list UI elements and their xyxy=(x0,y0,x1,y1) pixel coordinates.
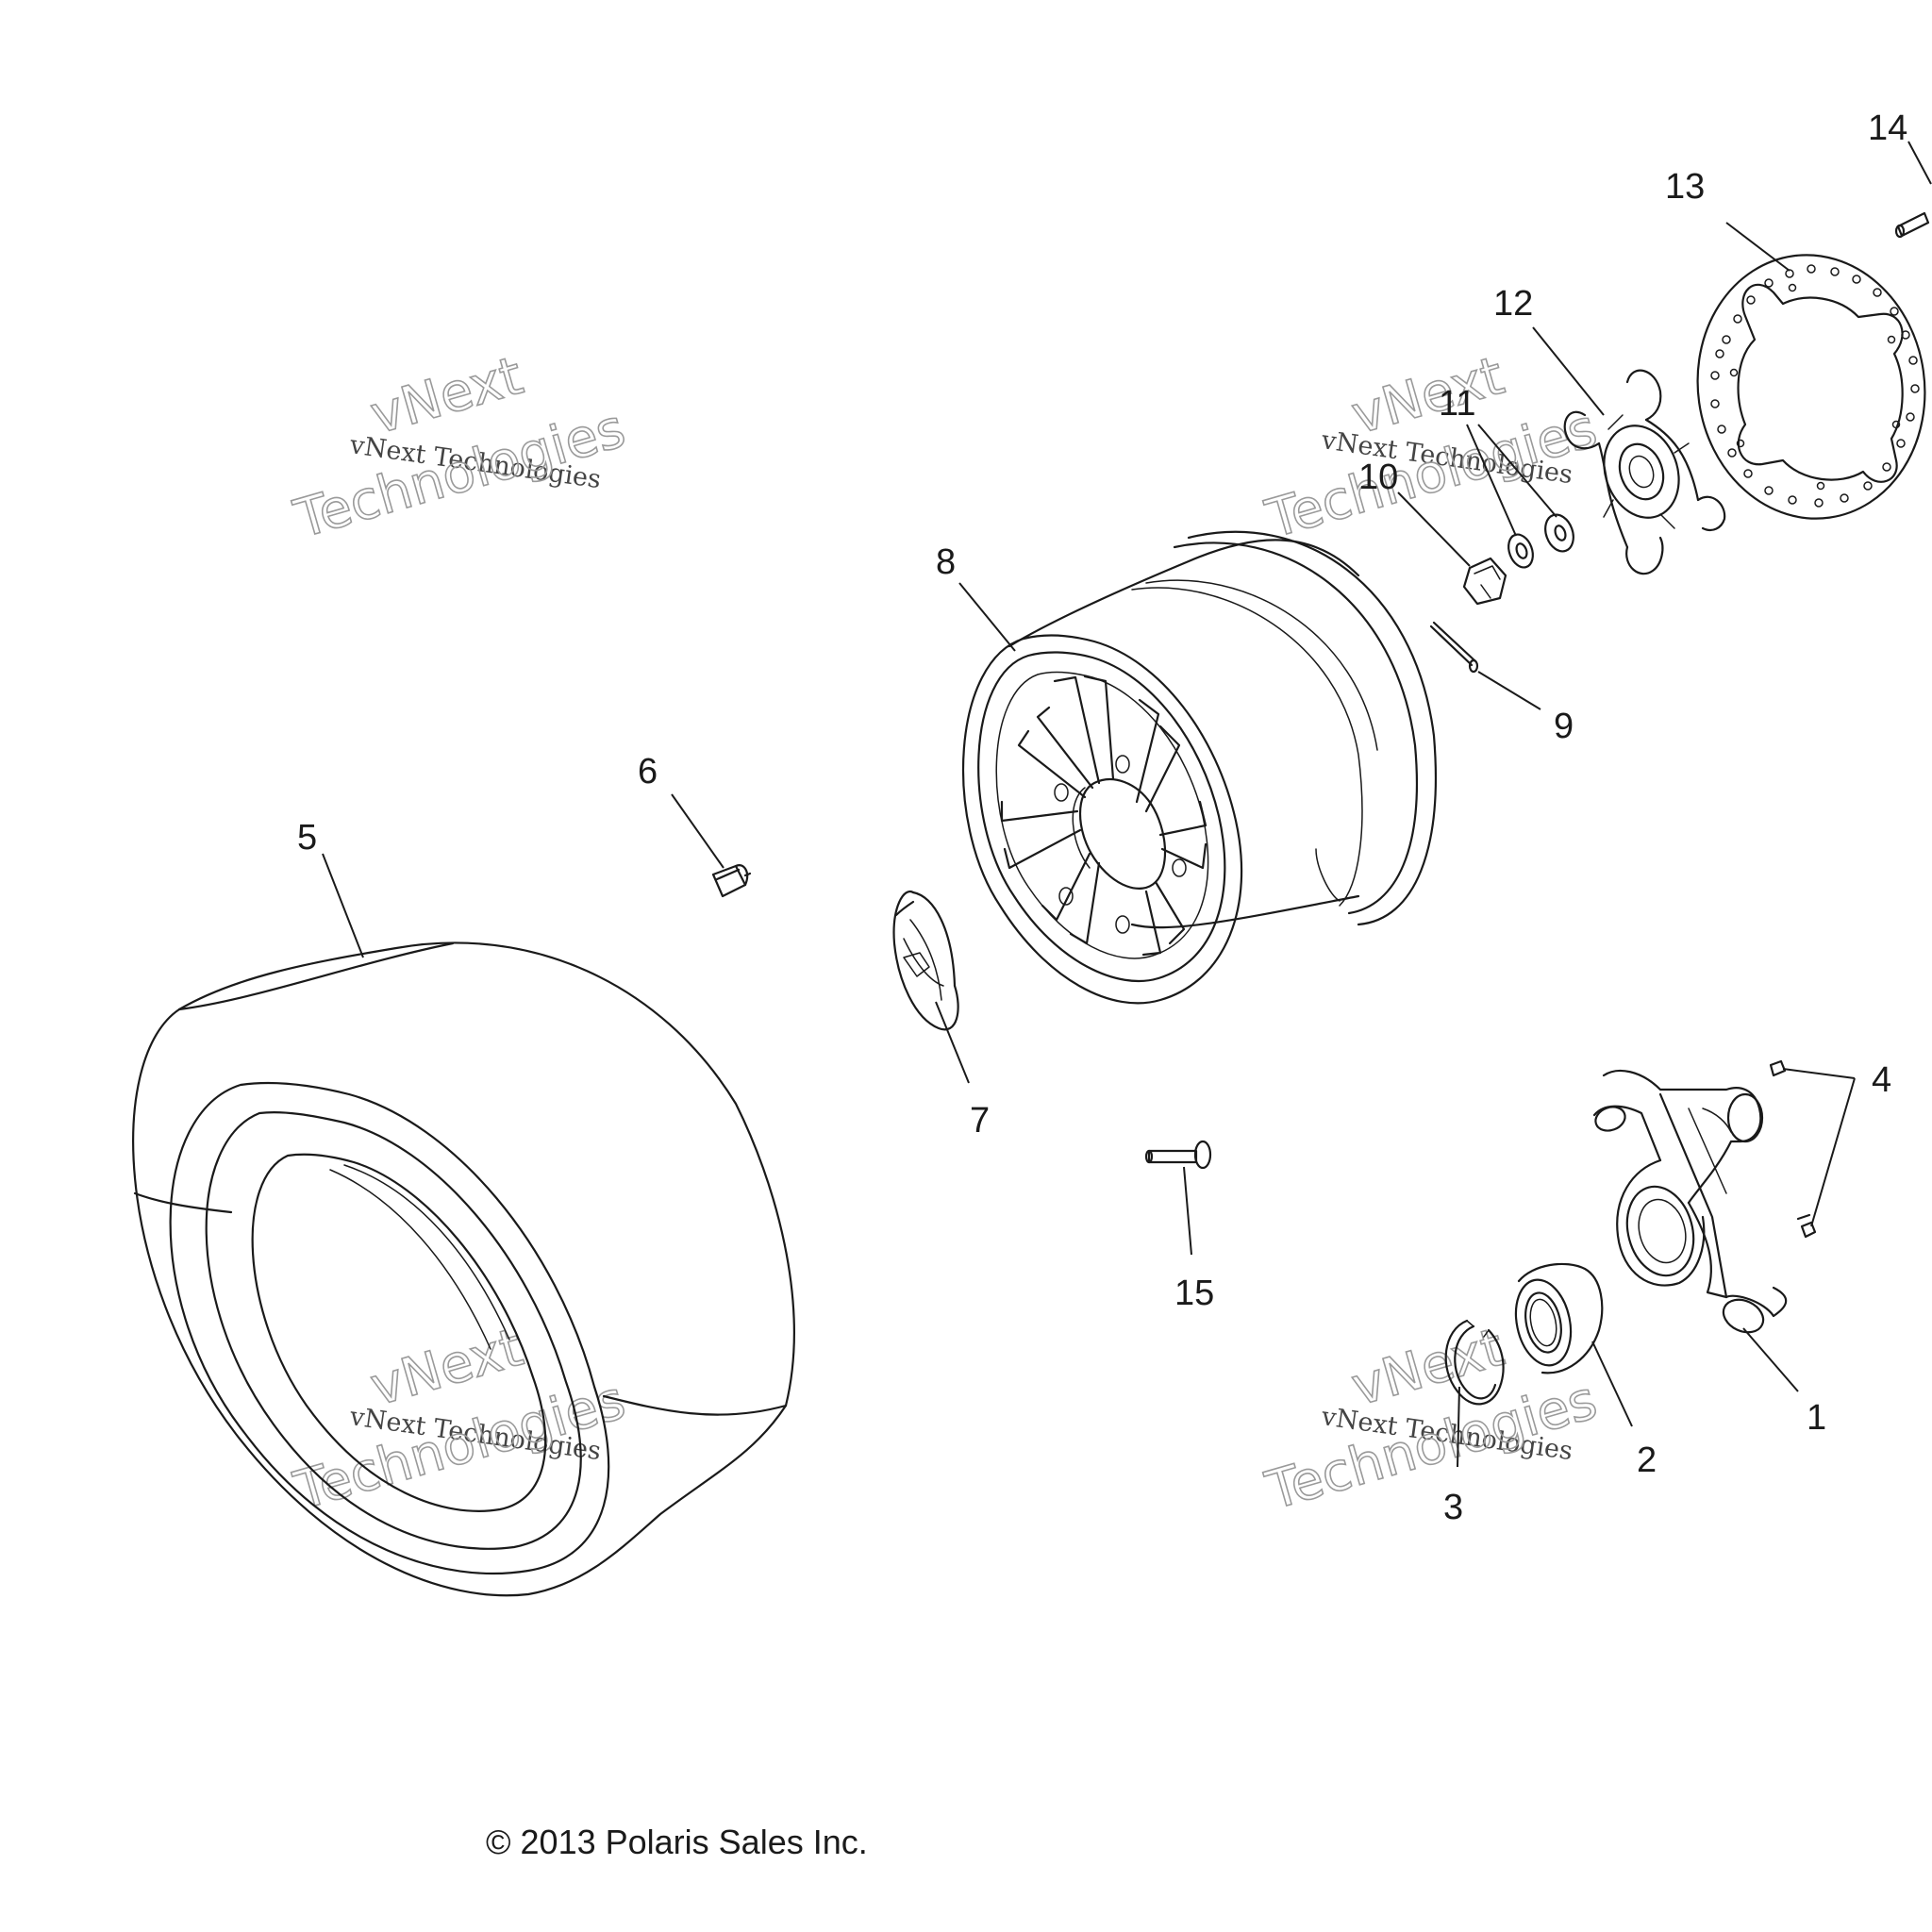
callout-8: 8 xyxy=(936,542,956,582)
leader-3 xyxy=(1457,1386,1460,1468)
wheel-hub xyxy=(1563,369,1726,575)
wheel-bearing xyxy=(1514,1262,1604,1374)
grease-fittings xyxy=(1769,1059,1817,1239)
watermark-bottom-left: vNext vNext Technologies Technologies xyxy=(287,1316,632,1523)
leader-12 xyxy=(1532,326,1605,416)
callout-6: 6 xyxy=(638,752,658,791)
callout-13: 13 xyxy=(1665,167,1705,207)
leader-4 xyxy=(1782,1068,1856,1227)
callout-1: 1 xyxy=(1807,1398,1826,1438)
leader-6 xyxy=(671,793,724,869)
wheel-rim xyxy=(961,530,1437,1005)
callout-3: 3 xyxy=(1443,1488,1463,1527)
leader-1 xyxy=(1742,1327,1799,1392)
leader-7 xyxy=(935,1001,970,1084)
leader-2 xyxy=(1591,1341,1633,1427)
leader-11 xyxy=(1466,424,1557,537)
snap-ring xyxy=(1444,1319,1505,1406)
copyright-notice: © 2013 Polaris Sales Inc. xyxy=(486,1823,868,1861)
watermark-bottom-right: vNext vNext Technologies Technologies xyxy=(1258,1316,1604,1523)
callout-5: 5 xyxy=(297,818,317,858)
rotor-drill-holes xyxy=(1710,264,1920,508)
watermark-top-right: vNext vNext Technologies Technologies xyxy=(1258,344,1604,551)
callout-2: 2 xyxy=(1637,1441,1657,1480)
callout-14: 14 xyxy=(1868,108,1907,148)
callout-12: 12 xyxy=(1493,284,1533,324)
brake-rotor xyxy=(1696,254,1926,520)
callout-numbers: 1 2 3 4 5 6 7 8 9 10 11 12 13 14 15 xyxy=(297,108,1907,1527)
callout-10: 10 xyxy=(1358,458,1398,497)
leader-14 xyxy=(1907,141,1932,185)
washers xyxy=(1507,513,1574,569)
callout-15: 15 xyxy=(1174,1274,1214,1313)
leader-10 xyxy=(1397,491,1471,567)
leader-9 xyxy=(1477,671,1541,710)
tire xyxy=(132,941,795,1597)
leader-8 xyxy=(958,582,1016,652)
watermark-top-left: vNext vNext Technologies Technologies xyxy=(287,344,632,551)
cotter-pin xyxy=(1429,621,1479,674)
pivot-bolt xyxy=(1144,1140,1212,1170)
callout-11: 11 xyxy=(1439,384,1475,424)
leader-5 xyxy=(322,853,364,958)
callout-9: 9 xyxy=(1554,707,1574,746)
callout-4: 4 xyxy=(1872,1060,1891,1100)
bearing-carrier xyxy=(1592,1069,1788,1334)
rotor-bolt xyxy=(1894,211,1930,239)
leader-15 xyxy=(1183,1166,1192,1256)
center-cap xyxy=(892,890,959,1031)
leader-lines xyxy=(322,141,1932,1468)
castle-nut xyxy=(1462,557,1507,606)
callout-7: 7 xyxy=(970,1101,990,1141)
valve-stem xyxy=(711,864,752,898)
leader-13 xyxy=(1725,222,1790,272)
